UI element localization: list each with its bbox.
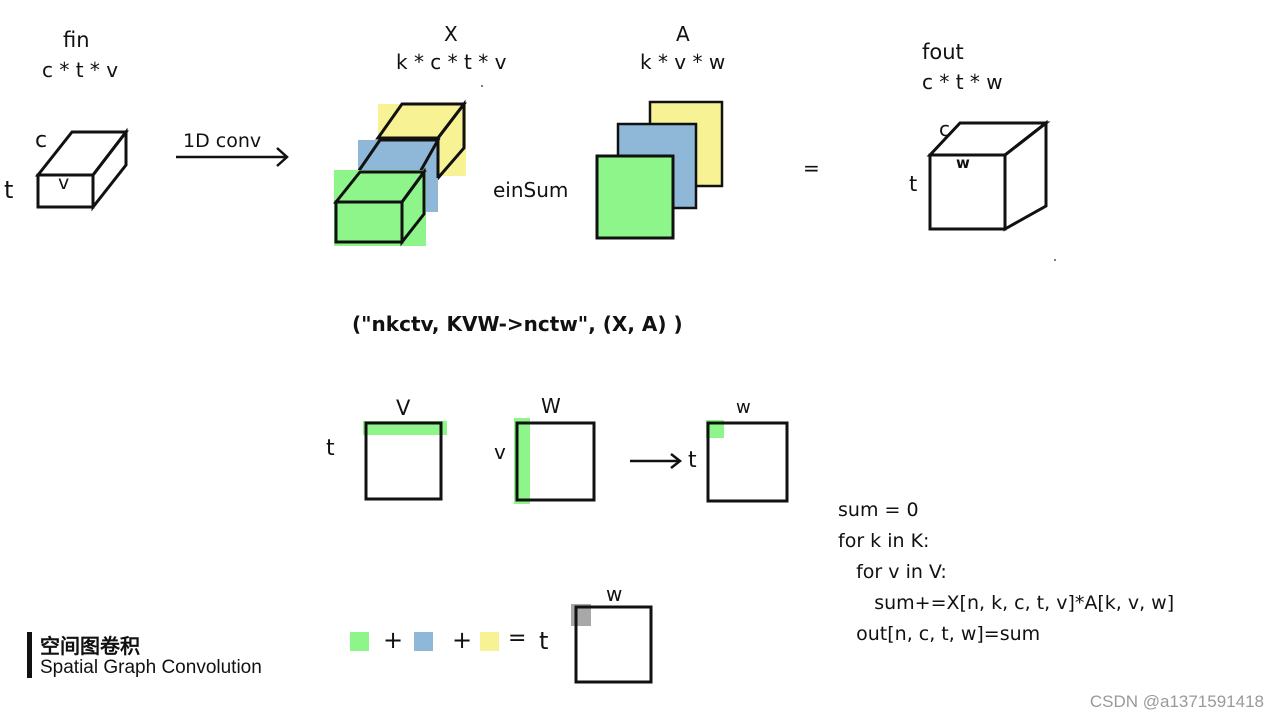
fin-title: fin — [63, 28, 90, 52]
fout-title: fout — [922, 40, 964, 64]
a-shape: k * v * w — [640, 50, 726, 74]
matrix-3-left-label: t — [688, 448, 697, 473]
matrix-1-left-label: t — [326, 436, 335, 461]
conv-label: 1D conv — [183, 130, 262, 152]
sum-equals: = — [508, 626, 527, 651]
x-title: X — [444, 22, 458, 46]
fout-shape: c * t * w — [922, 70, 1003, 94]
code-block: sum = 0 for k in K: for v in V: sum+=X[n,… — [838, 464, 1174, 681]
swatch-blue — [414, 632, 433, 651]
code-line: for v in V: — [838, 561, 947, 583]
matrix-4 — [571, 604, 653, 684]
code-line: for k in K: — [838, 530, 930, 552]
code-line: out[n, c, t, w]=sum — [838, 623, 1041, 645]
ink-dot — [481, 85, 483, 87]
swatch-green — [350, 632, 369, 651]
fout-axis-t: t — [909, 172, 918, 196]
fin-shape: c * t * v — [42, 58, 119, 82]
matrix-4-left-label: t — [539, 627, 549, 655]
x-tensor-boxes — [332, 99, 468, 247]
caption-bar — [27, 632, 32, 678]
matrix-arrow — [630, 453, 683, 469]
caption-title: 空间图卷积 — [40, 634, 140, 658]
fin-axis-v: v — [58, 172, 70, 194]
fout-axis-c: c — [939, 117, 950, 141]
conv-arrow — [176, 147, 289, 167]
fin-axis-t: t — [4, 176, 14, 204]
code-line: sum+=X[n, k, c, t, v]*A[k, v, w] — [838, 592, 1175, 614]
swatch-yellow — [480, 632, 499, 651]
matrix-3-top-label: w — [736, 397, 751, 418]
fin-axis-c: c — [35, 128, 48, 153]
watermark: CSDN @a1371591418 — [1089, 692, 1264, 711]
fin-box — [34, 127, 130, 212]
x-shape: k * c * t * v — [396, 50, 507, 74]
matrix-2 — [514, 418, 596, 504]
fout-axis-w: w — [956, 154, 970, 172]
sum-plus-1: + — [383, 626, 404, 654]
matrix-4-top-label: w — [606, 582, 623, 606]
matrix-3 — [706, 420, 789, 503]
a-green — [595, 154, 675, 240]
a-title: A — [676, 22, 690, 46]
code-line: sum = 0 — [838, 499, 919, 521]
x-green-fill — [334, 170, 426, 246]
matrix-2-left-label: v — [494, 440, 506, 464]
matrix-2-top-label: W — [541, 394, 561, 418]
ink-dot — [1054, 259, 1056, 261]
einsum-call: ("nkctv, KVW->nctw", (X, A) ) — [352, 312, 683, 336]
matrix-1 — [363, 421, 447, 501]
caption-subtitle: Spatial Graph Convolution — [40, 657, 262, 678]
a-tensor-squares — [595, 100, 724, 240]
einsum-label: einSum — [493, 178, 569, 202]
matrix-1-top-label: V — [396, 396, 411, 420]
fout-cube — [926, 119, 1051, 232]
sum-plus-2: + — [452, 626, 473, 654]
equals-sign: = — [803, 156, 820, 180]
